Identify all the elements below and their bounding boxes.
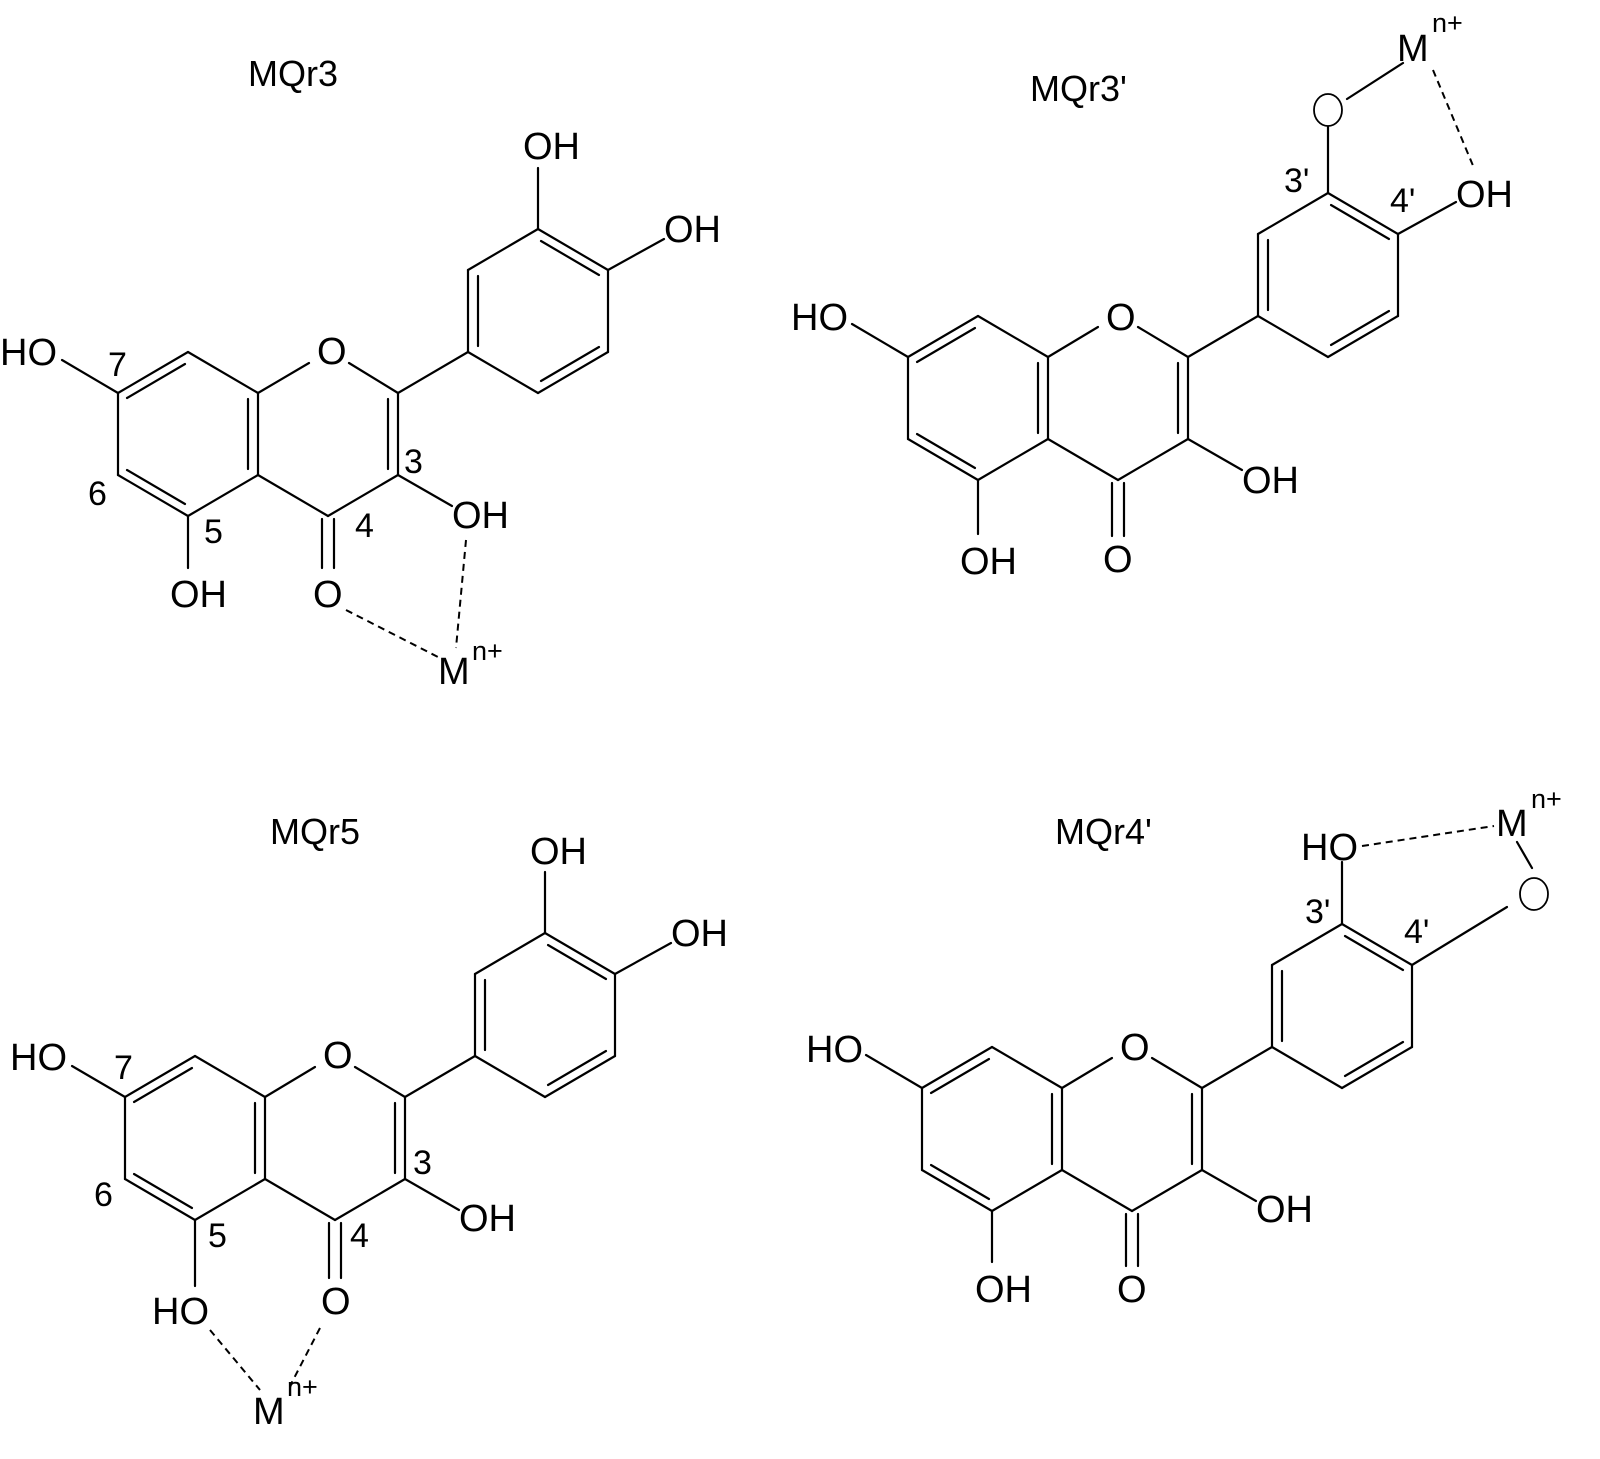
hydroxyl-label: OH: [523, 126, 580, 168]
hydroxyl-label: HO: [806, 1029, 863, 1071]
metal-symbol: M: [1397, 28, 1429, 70]
position-number: 3: [413, 1144, 432, 1182]
position-number: 3: [404, 443, 423, 481]
hydroxyl-label: OH: [1256, 1189, 1313, 1231]
atom-labels: OH OH HO HO OH O O 7 6 5 4 3: [10, 831, 728, 1333]
hydroxyl-label: OH: [960, 541, 1017, 583]
coordination-bonds: [1361, 825, 1495, 847]
position-number: 4: [350, 1217, 369, 1255]
position-number: 5: [208, 1217, 227, 1255]
ring-oxygen-label: O: [317, 331, 347, 373]
metal-ion: M n+: [1397, 8, 1463, 70]
hydroxyl-label: OH: [1242, 460, 1299, 502]
position-number: 4': [1390, 182, 1415, 220]
ring-oxygen-label: O: [1120, 1027, 1150, 1069]
structure-title: MQr3: [248, 53, 338, 94]
structure-mqr4-prime: MQr4': [806, 784, 1562, 1311]
coordination-bonds: [345, 539, 467, 658]
position-number: 5: [204, 513, 223, 551]
hydroxyl-label: OH: [452, 495, 509, 537]
hydroxyl-label: OH: [1456, 174, 1513, 216]
structure-title: MQr5: [270, 811, 360, 852]
hydroxyl-label: HO: [1301, 827, 1358, 869]
hydroxyl-label: OH: [459, 1198, 516, 1240]
metal-ion: M n+: [253, 1372, 318, 1433]
hydroxyl-label: HO: [0, 332, 57, 374]
atom-labels: OH OH HO OH OH O O 7 6 5 4 3: [0, 126, 721, 616]
structure-title: MQr4': [1055, 811, 1152, 852]
metal-ion: M n+: [1496, 784, 1562, 845]
metal-charge: n+: [287, 1372, 318, 1402]
carbonyl-oxygen-label: O: [321, 1281, 351, 1323]
skeleton-bonds: [850, 61, 1458, 538]
metal-symbol: M: [438, 651, 470, 693]
deprotonated-oxygen-icon: [1519, 877, 1549, 911]
hydroxyl-label: OH: [530, 831, 587, 873]
position-number: 6: [94, 1176, 113, 1214]
metal-charge: n+: [472, 636, 503, 666]
structure-mqr5: MQr5: [10, 811, 728, 1433]
coordination-bonds: [1432, 69, 1475, 169]
hydroxyl-label: OH: [975, 1269, 1032, 1311]
metal-charge: n+: [1432, 8, 1463, 38]
structure-mqr3: MQr3: [0, 53, 721, 693]
hydroxyl-label: HO: [791, 297, 848, 339]
structure-title: MQr3': [1030, 68, 1127, 109]
position-number: 6: [88, 475, 107, 513]
coordination-bonds: [209, 1327, 321, 1391]
skeleton-bonds: [60, 166, 666, 570]
metal-charge: n+: [1531, 784, 1562, 814]
position-number: 7: [114, 1049, 133, 1087]
hydroxyl-label: OH: [170, 574, 227, 616]
atom-labels: HO HO OH OH O O 3' 4': [806, 827, 1429, 1311]
atom-labels: OH HO OH OH O O 3' 4': [791, 162, 1513, 583]
position-number: 4': [1404, 913, 1429, 951]
ring-oxygen-label: O: [1106, 297, 1136, 339]
carbonyl-oxygen-label: O: [1117, 1269, 1147, 1311]
hydroxyl-label: HO: [10, 1037, 67, 1079]
position-number: 7: [108, 346, 127, 384]
metal-symbol: M: [253, 1391, 285, 1433]
metal-ion: M n+: [438, 636, 503, 693]
structure-mqr3-prime: MQr3': [791, 8, 1513, 583]
hydroxyl-label: OH: [671, 913, 728, 955]
carbonyl-oxygen-label: O: [1103, 539, 1133, 581]
hydroxyl-label: HO: [152, 1291, 209, 1333]
position-number: 4: [355, 507, 374, 545]
hydroxyl-label: OH: [664, 209, 721, 251]
deprotonated-oxygen-icon: [1313, 93, 1343, 127]
position-number: 3': [1284, 162, 1309, 200]
carbonyl-oxygen-label: O: [313, 574, 343, 616]
position-number: 3': [1305, 893, 1330, 931]
skeleton-bonds: [864, 840, 1534, 1268]
ring-oxygen-label: O: [323, 1035, 353, 1077]
metal-symbol: M: [1496, 803, 1528, 845]
skeleton-bonds: [70, 870, 673, 1288]
